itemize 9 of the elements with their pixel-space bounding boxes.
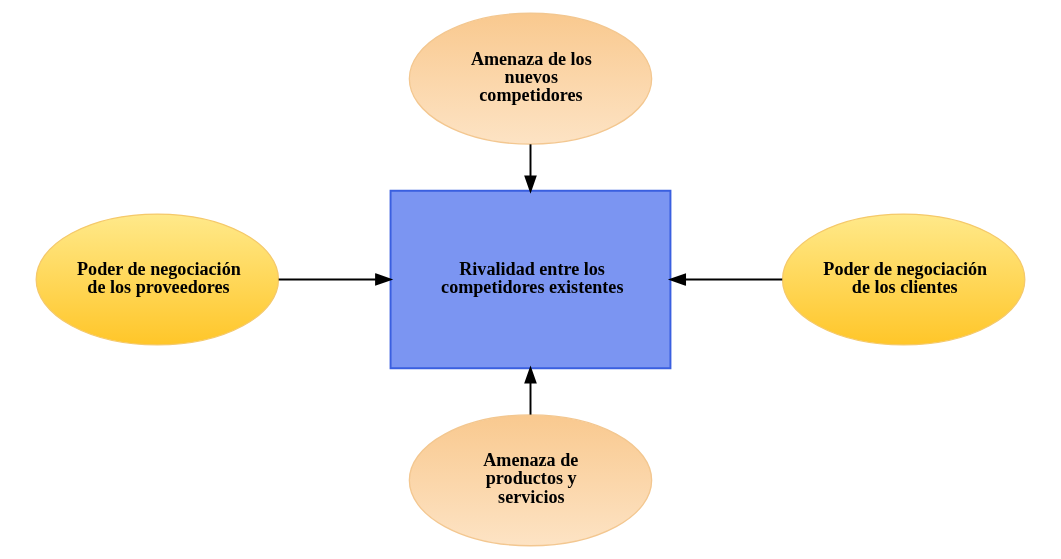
node-box: Rivalidad entre los competidores existentes <box>389 189 672 370</box>
node-ellipse: Amenaza de productos y servicios <box>408 414 653 547</box>
arrow <box>667 273 784 286</box>
arrow <box>524 365 537 416</box>
node-ellipse: Amenaza de los nuevos competidores <box>408 12 653 145</box>
node-ellipse: Poder de negociación de los proveedores <box>35 213 280 346</box>
arrow <box>524 143 537 194</box>
arrow <box>277 273 394 286</box>
node-ellipse: Poder de negociación de los clientes <box>781 213 1026 346</box>
